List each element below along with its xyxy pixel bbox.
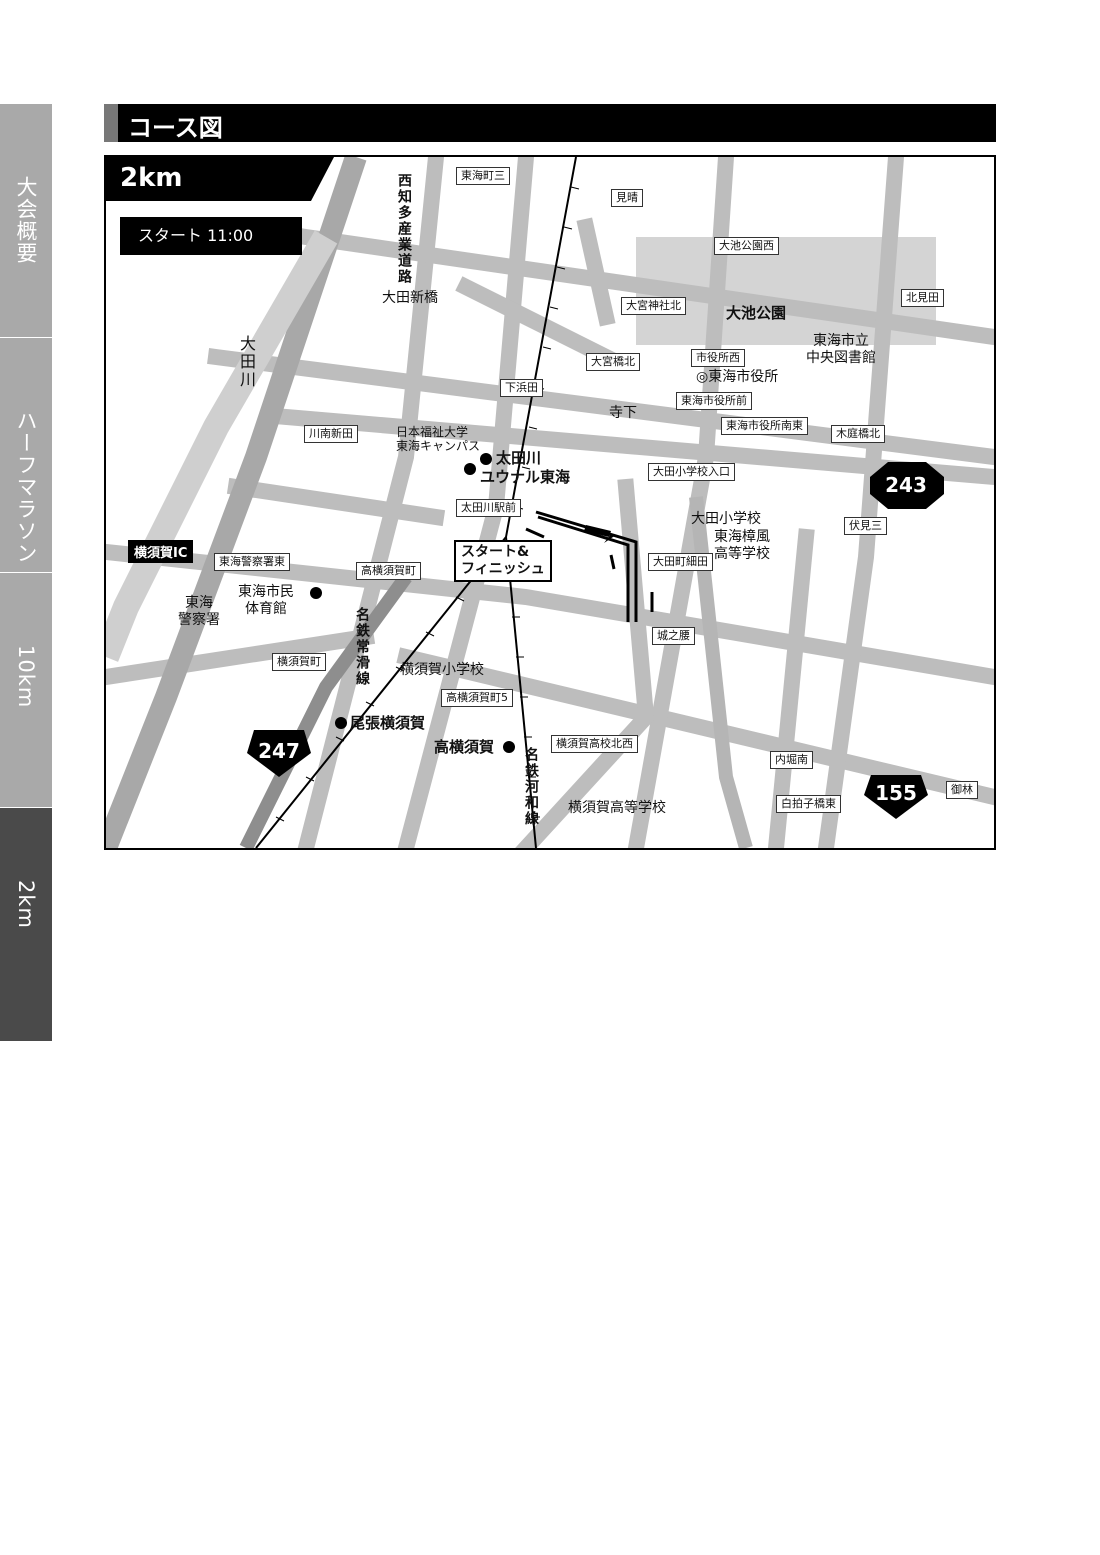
tab-half-marathon-label: ハーフマラソン [14,410,38,564]
place-police-line1: 東海 [185,595,213,611]
place-taka-yokosuka: 高横須賀 [434,738,495,756]
expressway [106,157,367,848]
sign-otacho-hosoda: 大田町細田 [648,553,713,571]
tab-overview[interactable]: 大会概要 [0,104,52,338]
road-name-nishichita: 西知多産業道路 [396,173,412,285]
place-ota-shinbashi: 大田新橋 [382,290,438,306]
place-university: 日本福祉大学 東海キャンパス [396,425,480,453]
place-oike-park: 大池公園 [726,304,787,322]
sign-uchihori-south: 内堀南 [770,751,813,769]
route-247-road [239,572,412,848]
sign-shirabyoshi-bashi-east: 白拍子橋東 [776,795,841,813]
route-247-number: 247 [258,739,300,763]
course-route [535,510,638,622]
sign-kitamita: 北見田 [901,289,944,307]
tab-overview-label: 大会概要 [14,176,38,264]
place-yokosuka-high: 横須賀高等学校 [568,800,666,816]
place-library-line1: 東海市立 [813,333,869,349]
tab-2km-label: 2km [14,880,38,929]
route-155-number: 155 [875,781,917,805]
sign-ota-elem-entrance: 大田小学校入口 [648,463,735,481]
sign-police-east: 東海警察署東 [214,553,290,571]
station-dot-otagawa [480,453,492,465]
sign-city-hall-west: 市役所西 [691,349,745,367]
place-terashita: 寺下 [609,405,637,421]
sign-takayokosuka-cho: 高横須賀町 [356,562,421,580]
section-title-bar: コース図 [104,104,996,142]
rail-name-kowa: 名鉄河和線 [523,747,539,827]
sign-jonokoshi: 城之腰 [652,627,695,645]
sign-yokosuka-cho: 横須賀町 [272,653,326,671]
place-owari-yokosuka: 尾張横須賀 [350,714,426,732]
sign-otagawa-station-front: 太田川駅前 [456,499,521,517]
route-243-number: 243 [885,473,927,497]
tab-10km-label: 10km [14,645,38,709]
place-city-hall: ◎東海市役所 [696,369,779,385]
dot-uunal [464,463,476,475]
rail-name-tokoname: 名鉄常滑線 [354,607,370,687]
section-title: コース図 [128,114,223,142]
sign-city-hall-front: 東海市役所前 [676,392,752,410]
place-sofu-high: 東海樟風 高等学校 [714,529,770,563]
sign-oike-park-west: 大池公園西 [714,237,779,255]
sign-gorin: 御林 [946,781,978,799]
place-uunal-tokai: ユウナル東海 [480,468,571,486]
dot-taka-yokosuka [503,741,515,753]
place-library: 東海市立 中央図書館 [806,333,876,367]
start-time-box: スタート 11:00 [120,217,302,255]
tab-2km[interactable]: 2km [0,808,52,1042]
interchange-label: 横須賀IC [128,540,194,563]
sign-omiya-shrine-north: 大宮神社北 [621,297,686,315]
place-ota-elementary: 大田小学校 [691,511,761,527]
dot-gym [310,587,322,599]
rail-lines [255,157,577,848]
dot-owari-yokosuka [335,717,347,729]
course-map: 2km スタート 11:00 243 247 155 横須賀IC 西知多産業道路… [104,155,996,850]
route-247-shield [247,730,311,777]
sign-miharashi: 見晴 [611,189,643,207]
place-library-line2: 中央図書館 [806,350,876,366]
route-243-shield [870,462,944,509]
title-accent [104,104,118,142]
place-sofu-high-line1: 東海樟風 [714,529,770,545]
tab-half-marathon[interactable]: ハーフマラソン [0,338,52,573]
place-yokosuka-elementary: 横須賀小学校 [400,662,484,678]
start-finish-line1: スタート& [461,544,530,560]
sign-yokosuka-high-nw: 横須賀高校北西 [551,735,638,753]
start-finish-line2: フィニッシュ [461,561,545,577]
start-finish-box: スタート& フィニッシュ [454,540,552,582]
route-155-shield [864,775,928,819]
sign-shimohamada: 下浜田 [500,379,543,397]
course-arrows [525,525,654,612]
place-police-line2: 警察署 [178,612,220,628]
sign-tokaicho3: 東海町三 [456,167,510,185]
sign-kobabashi-north: 木庭橋北 [831,425,885,443]
place-gym: 東海市民 体育館 [238,584,294,618]
map-canvas [106,157,994,848]
local-road [689,496,753,848]
river-label: 大田川 [237,335,256,389]
sign-takayokosuka-cho5: 高横須賀町5 [441,689,513,707]
sign-omiyabashi-north: 大宮橋北 [586,353,640,371]
sign-city-hall-southeast: 東海市役所南東 [721,417,808,435]
sign-kawaminami-shinden: 川南新田 [304,425,358,443]
tab-10km[interactable]: 10km [0,573,52,808]
place-police: 東海 警察署 [178,595,220,629]
sign-fushimi3: 伏見三 [844,517,887,535]
place-gym-line1: 東海市民 [238,584,294,600]
river-otagawa [106,230,338,662]
distance-flag [106,157,334,201]
place-sofu-high-line2: 高等学校 [714,546,770,562]
place-university-line1: 日本福祉大学 [396,425,469,439]
place-otagawa-station: 太田川 [496,449,542,467]
place-university-line2: 東海キャンパス [396,439,481,453]
distance-label: 2km [120,163,183,193]
place-gym-line2: 体育館 [245,601,287,617]
